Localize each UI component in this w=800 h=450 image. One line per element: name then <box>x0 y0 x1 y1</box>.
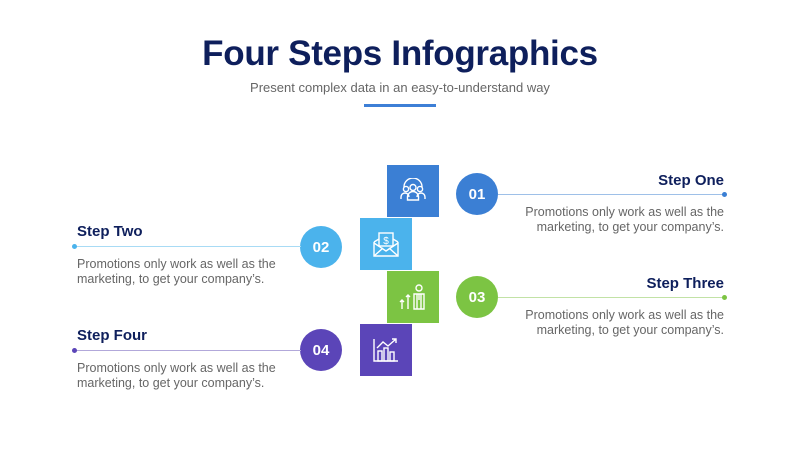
step-1-icon-tile <box>387 165 439 217</box>
step-2-number-badge: 02 <box>300 226 342 268</box>
bar-chart-growth-icon <box>373 338 398 362</box>
step-1-description: Promotions only work as well as the mark… <box>525 205 724 234</box>
page-subtitle: Present complex data in an easy-to-under… <box>250 80 550 95</box>
step-2-title: Step Two <box>77 223 143 240</box>
step-4-connector <box>75 350 301 351</box>
page-title: Four Steps Infographics <box>202 34 598 73</box>
step-2-connector <box>75 246 301 247</box>
step-4-description: Promotions only work as well as the mark… <box>77 361 276 390</box>
step-3-description: Promotions only work as well as the mark… <box>525 308 724 337</box>
step-4-title: Step Four <box>77 327 147 344</box>
step-4-dot <box>72 348 77 353</box>
team-icon <box>400 178 426 201</box>
step-3-icon-tile <box>387 271 439 323</box>
step-1-number-badge: 01 <box>456 173 498 215</box>
step-3-connector <box>498 297 724 298</box>
title-underline <box>364 104 436 107</box>
step-3-dot <box>722 295 727 300</box>
svg-text:$: $ <box>383 236 389 247</box>
step-3-number-badge: 03 <box>456 276 498 318</box>
step-4-icon-tile <box>360 324 412 376</box>
step-2-dot <box>72 244 77 249</box>
person-growth-icon <box>399 284 425 310</box>
money-envelope-icon: $ <box>373 232 399 257</box>
step-1-dot <box>722 192 727 197</box>
step-2-icon-tile: $ <box>360 218 412 270</box>
step-3-title: Step Three <box>646 275 724 292</box>
step-4-number-badge: 04 <box>300 329 342 371</box>
step-1-title: Step One <box>658 172 724 189</box>
step-1-connector <box>498 194 724 195</box>
step-2-description: Promotions only work as well as the mark… <box>77 257 276 286</box>
